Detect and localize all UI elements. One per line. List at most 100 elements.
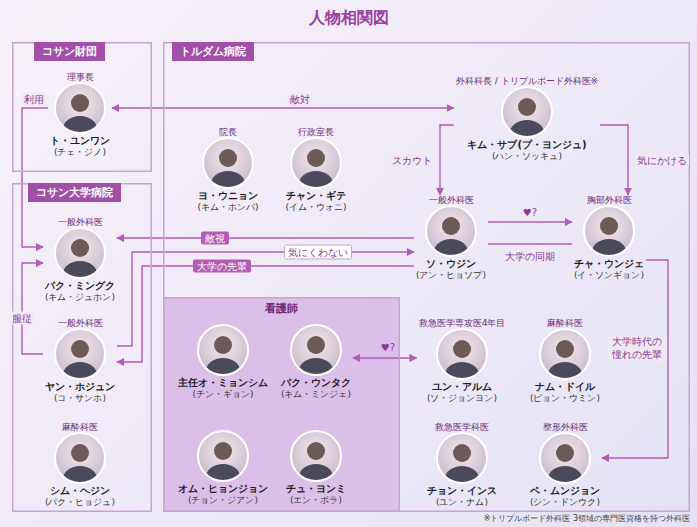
person-name: キム・サブ(プ・ヨンジュ) [456, 139, 598, 151]
edge-label: 大学時代の 憧れの先輩 [607, 335, 667, 361]
portrait-photo [198, 325, 248, 384]
person-name: チョン・インス [427, 485, 497, 497]
group-tab: トルダム病院 [172, 42, 254, 61]
actor-name: (チン・ギョン) [178, 389, 268, 400]
actor-name: (アン・ヒョソプ) [416, 270, 486, 281]
role-label: 麻酔科医 [530, 318, 600, 329]
connector [112, 107, 454, 108]
portrait-photo [584, 206, 634, 265]
person-name: ナム・ドイル [530, 381, 600, 393]
person-name: シム・ヘジン [45, 485, 115, 497]
edge-label: ♥? [521, 206, 539, 219]
connector [600, 125, 628, 195]
portrait-photo [502, 87, 552, 146]
person-node: 外科科長 / トリプルボード外科医※キム・サブ(プ・ヨンジュ)(ハン・ソッキュ) [454, 76, 600, 162]
person-node: 一般外科医パク・ミングク(キム・ジュホン) [43, 217, 117, 303]
edge-label: 気にくわない [284, 245, 352, 260]
edge-label: 服従 [10, 312, 34, 325]
person-node: パク・ウンタク(キム・ミンジェ) [279, 325, 353, 400]
person-name: オム・ヒョンジョン [178, 483, 268, 495]
person-node: 院長ヨ・ウニョン(キム・ホンパ) [195, 127, 260, 213]
portrait-photo [426, 206, 476, 265]
edge-label: ♥? [379, 341, 397, 354]
person-name: チャン・ギテ [285, 190, 346, 202]
connector [440, 125, 454, 195]
portrait-photo [55, 329, 105, 388]
actor-name: (イ・ソンギョン) [574, 270, 644, 281]
group-box: コサン大学病院一般外科医パク・ミングク(キム・ジュホン)一般外科医ヤン・ホジュン… [12, 183, 152, 512]
person-node: チュ・ヨンミ(エン・ボラ) [284, 431, 348, 506]
portrait-photo [291, 138, 341, 197]
portrait-photo [540, 433, 590, 492]
actor-name: (ソ・ジョンヨン) [419, 393, 506, 404]
actor-name: (コ・サンホ) [45, 393, 115, 404]
actor-name: (ハン・ソッキュ) [456, 151, 598, 162]
role-label: 救急医学科医 [427, 422, 497, 433]
group-box: トルダム病院外科科長 / トリプルボード外科医※キム・サブ(プ・ヨンジュ)(ハン… [163, 42, 690, 512]
person-name: チュ・ヨンミ [286, 483, 346, 495]
nurse-area-fill [163, 297, 400, 512]
person-node: 救急医学科医チョン・インス(ユン・ナム) [425, 422, 499, 508]
role-label: 麻酔科医 [45, 422, 115, 433]
person-name: ソ・ウジン [416, 258, 486, 270]
person-node: 主任オ・ミョンシム(チン・ギョン) [176, 325, 270, 400]
person-node: 胸部外科医チャ・ウンジェ(イ・ソンギョン) [572, 195, 646, 281]
edge-label: 大学の先輩 [193, 260, 251, 273]
actor-name: (イム・ウォニ) [285, 202, 346, 213]
actor-name: (チェ・ジノ) [50, 147, 110, 158]
person-node: 麻酔科医ナム・ドイル(ピョン・ウミン) [528, 318, 602, 404]
portrait-photo [291, 431, 341, 490]
group-box: 看護師主任オ・ミョンシム(チン・ギョン)パク・ウンタク(キム・ミンジェ)オム・ヒ… [163, 297, 400, 512]
person-node: 理事長ト・ユンワン(チェ・ジノ) [48, 72, 112, 158]
portrait-photo [203, 138, 253, 197]
connector [488, 243, 572, 244]
portrait-photo [55, 228, 105, 287]
actor-name: (チョン・ジアン) [178, 495, 268, 506]
actor-name: (パク・ヒョジュ) [45, 497, 115, 508]
actor-name: (エン・ボラ) [286, 495, 346, 506]
group-heading: 看護師 [163, 302, 400, 316]
actor-name: (キム・ミンジェ) [281, 389, 351, 400]
person-name: チャ・ウンジェ [574, 258, 644, 270]
person-name: ペ・ムンジョン [530, 485, 600, 497]
role-label: 行政室長 [285, 127, 346, 138]
portrait-photo [437, 433, 487, 492]
person-node: オム・ヒョンジョン(チョン・ジアン) [176, 431, 270, 506]
portrait-photo [55, 433, 105, 492]
person-name: パク・ミングク [45, 280, 115, 292]
edge-label: 敵対 [288, 93, 312, 106]
person-name: 主任オ・ミョンシム [178, 377, 268, 389]
edge-label: スカウト [390, 154, 434, 167]
edge-label: 敵視 [201, 232, 229, 245]
connector [353, 357, 417, 358]
person-node: 一般外科医ヤン・ホジュン(コ・サンホ) [43, 318, 117, 404]
connector [22, 108, 48, 247]
actor-name: (キム・ジュホン) [45, 292, 115, 303]
person-name: ト・ユンワン [50, 135, 110, 147]
portrait-photo [540, 329, 590, 388]
edge-label: 大学の同期 [503, 250, 557, 263]
role-label: 院長 [197, 127, 258, 138]
person-node: 救急医学専攻医4年目ユン・アルム(ソ・ジョンヨン) [417, 318, 508, 404]
portrait-photo [198, 431, 248, 490]
person-node: 整形外科医ペ・ムンジョン(シン・ドンウク) [528, 422, 602, 508]
role-label: 救急医学専攻医4年目 [419, 318, 506, 329]
person-name: パク・ウンタク [281, 377, 351, 389]
group-tab: コサン財団 [34, 42, 105, 61]
footnote: ※トリプルボード外科医 3領域の専門医資格を持つ外科医 [484, 513, 690, 524]
role-label: 一般外科医 [45, 318, 115, 329]
person-node: 一般外科医ソ・ウジン(アン・ヒョソプ) [414, 195, 488, 281]
role-label: 胸部外科医 [574, 195, 644, 206]
connector [602, 260, 668, 458]
actor-name: (ピョン・ウミン) [530, 393, 600, 404]
person-node: 麻酔科医シム・ヘジン(パク・ヒョジュ) [43, 422, 117, 508]
connector [117, 266, 414, 362]
person-name: ユン・アルム [419, 381, 506, 393]
connector [488, 221, 572, 222]
role-label: 整形外科医 [530, 422, 600, 433]
portrait-photo [55, 83, 105, 142]
person-node: 行政室長チャン・ギテ(イム・ウォニ) [283, 127, 348, 213]
edge-label: 気にかける [635, 154, 689, 167]
group-box: コサン財団理事長ト・ユンワン(チェ・ジノ) [12, 42, 152, 172]
